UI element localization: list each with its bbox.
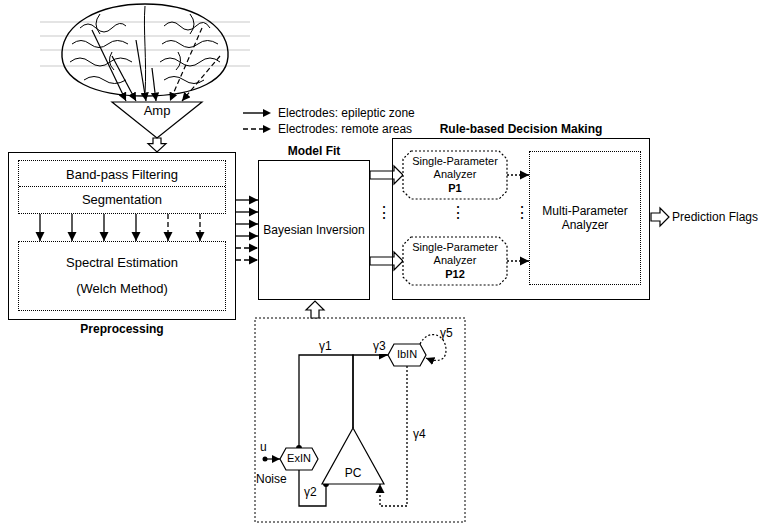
gain-label: γ1 (318, 340, 333, 354)
connector (507, 174, 529, 175)
block-arrow (148, 138, 166, 152)
node-text: IbIN (397, 348, 417, 361)
node-text: (Welch Method) (76, 281, 168, 297)
output-label: Prediction Flags (672, 210, 758, 224)
input-label: u (260, 440, 267, 454)
connector (380, 366, 407, 506)
node-text: Multi-Parameter Analyzer (534, 204, 636, 233)
node-text: Single-Parameter Analyzer (407, 155, 503, 181)
node-text: P1 (448, 182, 461, 195)
connector (135, 214, 136, 241)
connector (39, 214, 40, 241)
legend-entry: Electrodes: remote areas (242, 122, 412, 136)
gain-label: γ5 (440, 326, 453, 340)
ellipsis: ⋮ (450, 203, 466, 222)
section-heading: Rule-based Decision Making (440, 122, 603, 136)
connector (71, 214, 72, 241)
stage-box: PreprocessingBand-pass FilteringSegmenta… (8, 152, 236, 320)
connector (103, 214, 104, 241)
connector (236, 247, 258, 248)
pyramidal-triangle: PC (322, 428, 384, 484)
section-heading: Preprocessing (80, 322, 163, 336)
brain-figure (40, 4, 250, 96)
connector (299, 355, 353, 448)
legend-text: Electrodes: epileptic zone (278, 106, 415, 120)
analyzer-box: Single-Parameter AnalyzerP12 (403, 237, 507, 285)
population-hexagon: IbIN (388, 344, 426, 366)
legend-sample (242, 108, 272, 118)
stage-box: Model FitBayesian Inversion (258, 160, 370, 300)
connector (507, 260, 529, 261)
hollow-arrow (306, 301, 324, 318)
node-text: Spectral Estimation (66, 255, 178, 271)
legend-text: Electrodes: remote areas (278, 122, 412, 136)
step-box: Spectral Estimation (Welch Method) (18, 241, 226, 311)
legend-entry: Electrodes: epileptic zone (242, 106, 415, 120)
gain-label: γ2 (303, 486, 318, 500)
node-text: Segmentation (19, 186, 225, 208)
connector (167, 214, 168, 241)
legend-sample (242, 124, 272, 134)
analyzer-box: Multi-Parameter Analyzer (529, 151, 641, 285)
section-heading: Model Fit (288, 144, 341, 158)
population-hexagon: ExIN (280, 448, 318, 470)
hollow-arrow (651, 208, 669, 226)
block-arrow (370, 252, 403, 270)
model-inset (255, 318, 465, 522)
node-text: Amp (144, 103, 171, 119)
connector (236, 199, 258, 200)
node-text: PC (345, 466, 362, 480)
block-arrow (370, 166, 403, 184)
analyzer-box: Single-Parameter AnalyzerP1 (403, 151, 507, 199)
connector (299, 470, 326, 506)
connector (236, 259, 258, 260)
ellipsis: ⋮ (514, 203, 530, 222)
node-text: Bayesian Inversion (263, 223, 364, 237)
connector (236, 211, 258, 212)
ellipsis: ⋮ (376, 203, 392, 222)
electrode-leads (92, 28, 220, 101)
connector (236, 223, 258, 224)
connector (353, 355, 388, 428)
noise-input (263, 457, 281, 462)
node-text: Single-Parameter Analyzer (407, 241, 503, 267)
node-text: P12 (445, 268, 465, 281)
connector (236, 235, 258, 236)
node-text: Band-pass Filtering (66, 167, 178, 183)
gain-label: γ3 (372, 340, 387, 354)
input-label: Noise (256, 472, 287, 486)
amplifier-triangle: Amp (112, 102, 202, 138)
node-text: ExIN (287, 452, 311, 465)
gain-label: γ4 (412, 428, 427, 442)
connector (199, 214, 200, 241)
step-box: Band-pass FilteringSegmentation (18, 160, 226, 214)
